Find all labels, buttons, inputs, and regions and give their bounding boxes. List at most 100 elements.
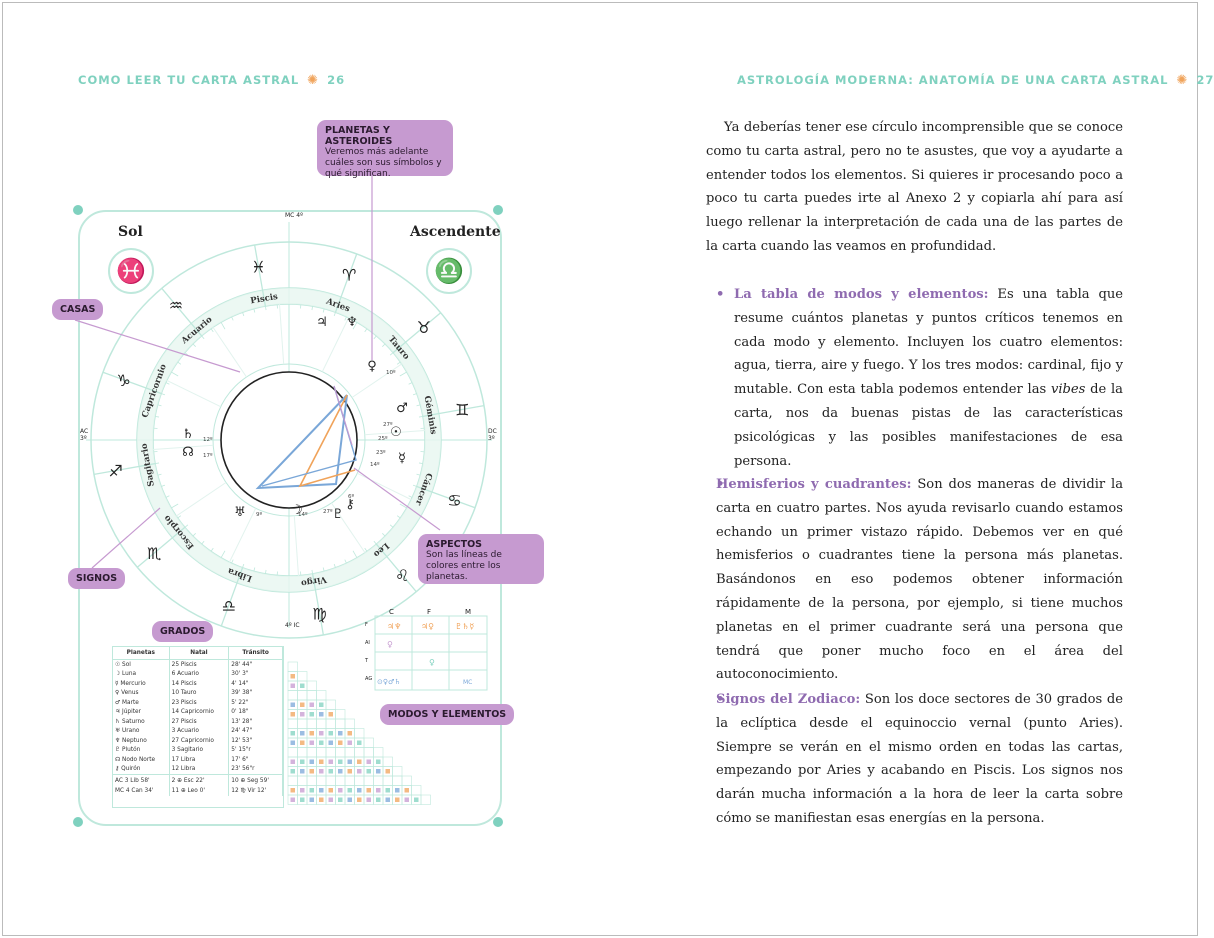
sign-name-label: Virgo <box>300 573 328 588</box>
table-cell: 23 Piscis <box>169 698 230 708</box>
modes-row-t: T <box>365 658 369 664</box>
table-cell: 12' 53" <box>228 736 283 746</box>
aspect-mark-icon <box>300 683 305 688</box>
aspect-grid-cell <box>354 728 365 739</box>
degree-tick <box>416 404 421 407</box>
callout-signos: SIGNOS <box>68 568 126 589</box>
table-cell: 6 Acuario <box>169 669 230 679</box>
sign-glyph-icon: ♊ <box>455 400 469 419</box>
planet-glyph-icon: ♃ <box>316 315 328 330</box>
intro-paragraph: Ya deberías tener ese círculo incomprens… <box>706 116 1123 259</box>
degree-tick <box>352 550 358 558</box>
aspect-grid-cell <box>316 690 327 701</box>
aspect-mark-icon <box>338 788 343 793</box>
table-cell: ♂ Marte <box>113 698 170 708</box>
table-cell: 3 Acuario <box>169 726 230 736</box>
planet-glyph-icon: ☿ <box>398 451 406 466</box>
aspect-mark-icon <box>290 731 295 736</box>
planet-degree-label: 17º <box>203 452 213 459</box>
aspect-grid-cell <box>316 747 327 758</box>
aspect-grid-cell <box>325 775 336 786</box>
degree-tick <box>220 550 226 558</box>
modes-grid: ♃♆ ♃♀ ♇♄☿ ♀ ♀ ⊙♀♂♄ MC <box>374 615 488 691</box>
aspect-mark-icon <box>319 740 324 745</box>
aspect-mark-icon <box>385 788 390 793</box>
svg-text:♀: ♀ <box>387 640 393 649</box>
degree-tick <box>364 547 368 552</box>
bullet-keyword: La tabla de modos y elementos: <box>734 287 989 302</box>
table-cell: 2 ⊕ Esc 22' <box>169 774 230 786</box>
modes-col-m: M <box>465 608 472 616</box>
degree-tick <box>192 533 196 537</box>
aspect-grid-cell <box>297 775 308 786</box>
planet-degree-label: 14º <box>298 511 308 518</box>
aspect-grid-cell <box>316 718 327 729</box>
degree-tick <box>184 524 189 528</box>
sign-divider <box>392 312 442 354</box>
bullet-text: Son dos maneras de dividir la carta en c… <box>716 477 1124 683</box>
degree-tick <box>177 515 182 519</box>
sign-divider <box>93 462 156 476</box>
modes-row-ai: AI <box>365 640 370 646</box>
aspect-mark-icon <box>328 740 333 745</box>
aspect-mark-icon <box>347 731 352 736</box>
degree-tick <box>161 484 166 487</box>
modes-row-f: F <box>365 622 368 628</box>
sign-divider <box>422 404 485 418</box>
aspect-mark-icon <box>300 702 305 707</box>
table-cell: 10 Tauro <box>169 688 230 698</box>
callout-aspectos: ASPECTOS Son las líneas de colores entre… <box>418 534 544 584</box>
left-running-title: COMO LEER TU CARTA ASTRAL <box>78 73 300 87</box>
sign-glyph-icon: ♍ <box>312 604 326 623</box>
degree-tick <box>412 393 417 396</box>
sign-divider <box>416 485 476 509</box>
aspect-mark-icon <box>319 769 324 774</box>
aspect-mark-icon <box>309 702 314 707</box>
sign-glyph-icon: ♎ <box>222 596 236 615</box>
sign-glyph-icon: ♉ <box>417 318 431 337</box>
degree-tick <box>231 559 234 564</box>
aspect-grid-cell <box>335 718 346 729</box>
degree-tick <box>416 473 421 476</box>
table-cell: ♀ Venus <box>113 688 170 698</box>
table-cell: Tránsito <box>228 647 283 660</box>
aspect-mark-icon <box>347 788 352 793</box>
aspect-mark-icon <box>347 769 352 774</box>
table-cell: 27 Capricornio <box>169 736 230 746</box>
degree-tick <box>311 305 314 311</box>
aspect-mark-icon <box>328 731 333 736</box>
aspect-mark-icon <box>319 788 324 793</box>
natal-chart-wheel: Aries♈Tauro♉Géminis♊Cáncer♋Leo♌Virgo♍Lib… <box>74 176 492 639</box>
corner-dot-icon <box>493 817 503 827</box>
sign-divider <box>253 244 267 307</box>
table-cell: 14 Capricornio <box>169 707 230 717</box>
degree-tick <box>242 312 245 317</box>
aspect-grid-cell <box>392 766 403 777</box>
house-divider <box>357 472 412 501</box>
table-cell: AC 3 Lib 58' <box>113 774 170 786</box>
aspect-mark-icon <box>309 759 314 764</box>
degree-tick <box>165 495 170 498</box>
aspect-mark-icon <box>290 740 295 745</box>
bullet-text: Es una tabla que resume cuántos planetas… <box>734 287 1124 398</box>
degree-tick <box>154 415 160 418</box>
table-cell: 17 Libra <box>169 755 230 765</box>
aspect-grid-cell <box>287 661 298 672</box>
house-divider <box>175 482 227 517</box>
aspect-mark-icon <box>319 797 324 802</box>
sun-ornament-icon: ✺ <box>1176 73 1189 88</box>
house-divider <box>228 508 257 563</box>
house-divider <box>212 326 247 378</box>
aspect-mark-icon <box>366 759 371 764</box>
aspect-grid-cell <box>306 690 317 701</box>
callout-casas: CASAS <box>52 299 104 320</box>
aspect-grid-cell <box>335 709 346 720</box>
aspect-mark-icon <box>309 788 314 793</box>
degree-tick <box>399 503 407 509</box>
modes-elements-table: ♃♆ ♃♀ ♇♄☿ ♀ ♀ ⊙♀♂♄ MC C F M F AI T AG <box>365 608 489 691</box>
callout-grados: GRADOS <box>152 621 214 642</box>
aspect-mark-icon <box>319 712 324 717</box>
corner-dot-icon <box>493 205 503 215</box>
planet-glyph-icon: ☽ <box>291 503 303 518</box>
